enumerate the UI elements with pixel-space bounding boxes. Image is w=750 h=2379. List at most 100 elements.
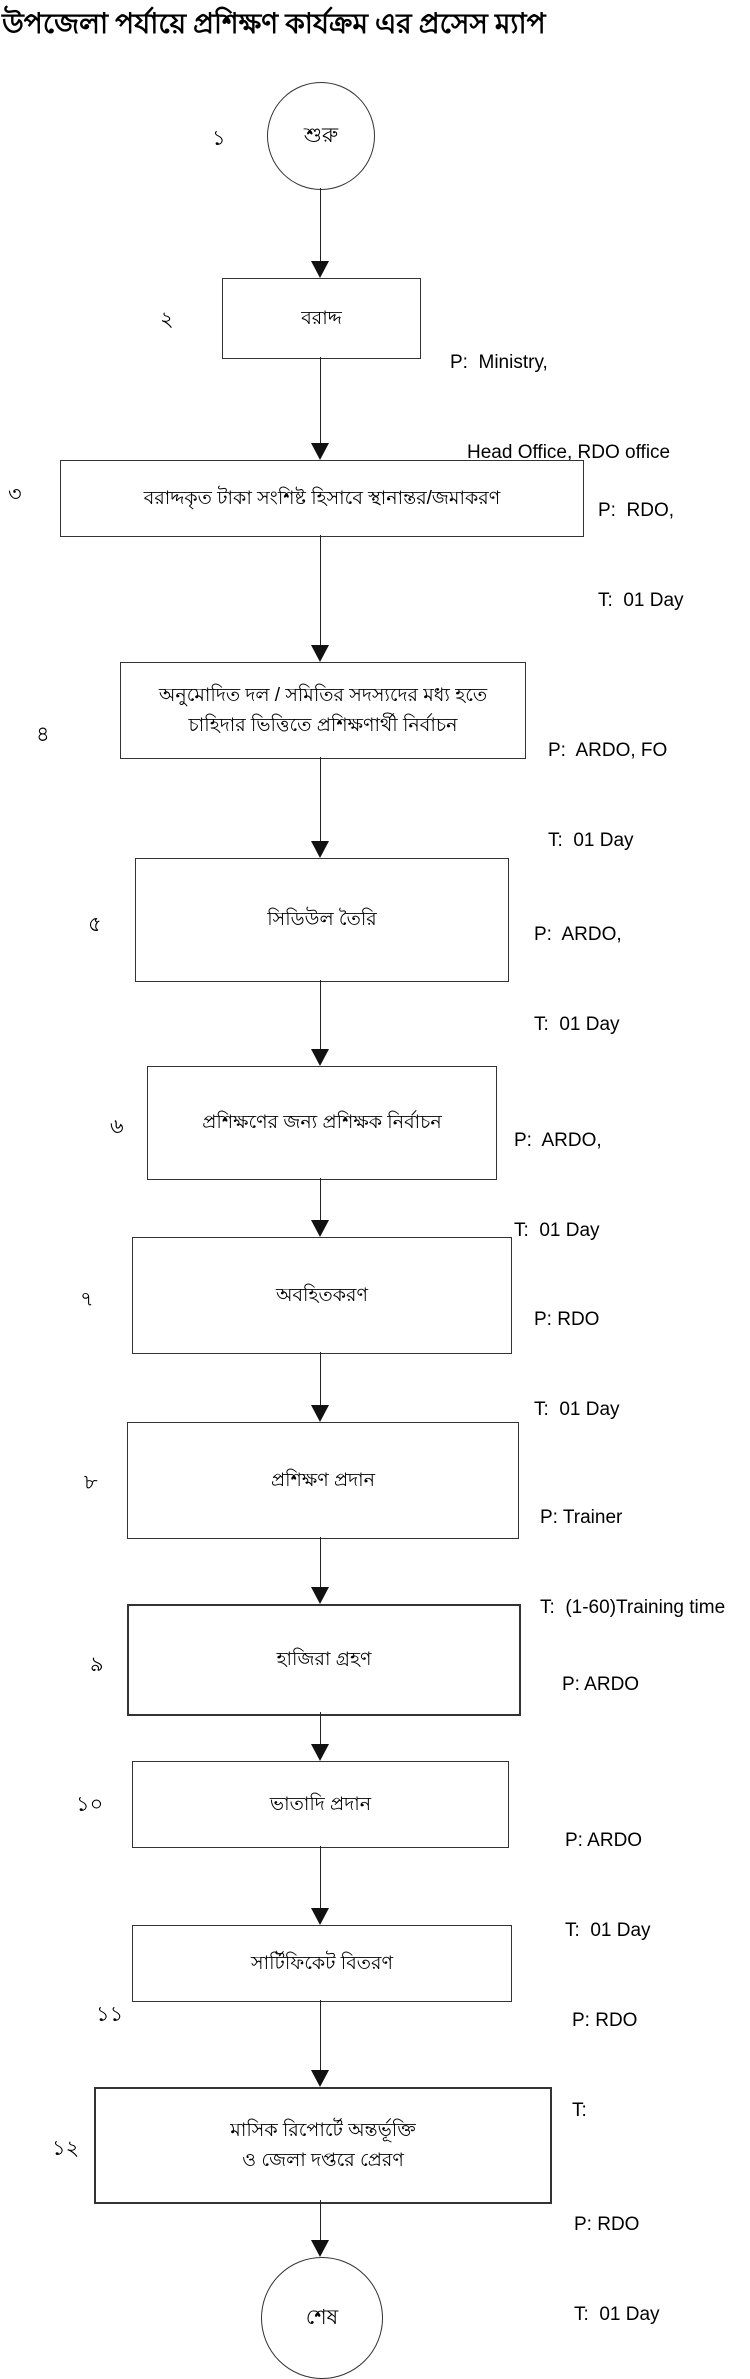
step-number-5: ৫ xyxy=(88,913,102,936)
flow-arrow-9 xyxy=(311,1712,329,1761)
annotation-line: P: RDO, xyxy=(598,500,675,521)
flow-arrow-4 xyxy=(311,757,329,858)
arrowhead-icon xyxy=(311,1049,329,1066)
step-number-1: ১ xyxy=(212,127,226,150)
flow-arrow-2 xyxy=(311,357,329,460)
flow-arrow-8 xyxy=(311,1537,329,1604)
annotation-line: T: 01 Day xyxy=(574,2304,660,2325)
process-box-notification: অবহিতকরণ xyxy=(132,1237,512,1354)
annotation-step-4: P: ARDO, FO T: 01 Day xyxy=(548,676,667,916)
step-number-2: ২ xyxy=(160,308,174,331)
step-number-10: ১০ xyxy=(76,1793,104,1816)
process-box-trainer-selection: প্রশিক্ষণের জন্য প্রশিক্ষক নির্বাচন xyxy=(147,1066,497,1180)
process-label: সিডিউল তৈরি xyxy=(267,909,377,931)
arrow-shaft xyxy=(319,980,321,1049)
page-title: উপজেলা পর্যায়ে প্রশিক্ষণ কার্যক্রম এর প… xyxy=(2,9,546,40)
annotation-line: T: (1-60)Training time xyxy=(540,1597,726,1618)
annotation-line: P: ARDO, xyxy=(534,924,622,945)
arrow-shaft xyxy=(319,1846,321,1908)
process-label-line: চাহিদার ভিত্তিতে প্রশিক্ষণার্থী নির্বাচন xyxy=(188,714,458,736)
process-label: বরাদ্দ xyxy=(301,307,342,329)
annotation-line: T: xyxy=(572,2100,587,2121)
step-number-4: ৪ xyxy=(36,723,50,746)
step-number-7: ৭ xyxy=(80,1288,94,1311)
arrow-shaft xyxy=(319,357,321,443)
process-box-allocation: বরাদ্দ xyxy=(222,278,421,359)
process-label: ভাতাদি প্রদান xyxy=(269,1793,372,1815)
arrow-shaft xyxy=(319,1712,321,1744)
arrow-shaft xyxy=(319,757,321,841)
end-label: শেষ xyxy=(305,2305,339,2329)
start-label: শুরু xyxy=(303,123,339,147)
annotation-line: T: 01 Day xyxy=(548,830,634,851)
arrow-shaft xyxy=(319,1537,321,1587)
arrowhead-icon xyxy=(311,1587,329,1604)
process-label-line: ও জেলা দপ্তরে প্রেরণ xyxy=(242,2149,404,2171)
arrowhead-icon xyxy=(311,443,329,460)
flow-arrow-10 xyxy=(311,1846,329,1925)
process-box-schedule: সিডিউল তৈরি xyxy=(135,858,509,982)
process-label: প্রশিক্ষণ প্রদান xyxy=(270,1469,376,1491)
annotation-line: T: 01 Day xyxy=(534,1399,620,1420)
step-number-11: ১১ xyxy=(96,2003,124,2026)
process-box-monthly-report: মাসিক রিপোর্টে অন্তর্ভূক্তি ও জেলা দপ্তর… xyxy=(94,2087,552,2204)
process-label: প্রশিক্ষণের জন্য প্রশিক্ষক নির্বাচন xyxy=(202,1112,442,1134)
annotation-step-12: P: RDO T: 01 Day xyxy=(574,2150,660,2379)
step-number-6: ৬ xyxy=(110,1115,124,1138)
end-node: শেষ xyxy=(261,2257,383,2379)
annotation-step-2: P: Ministry, Head Office, RDO office xyxy=(450,288,670,528)
process-label: সার্টিফিকেট বিতরণ xyxy=(251,1952,393,1974)
process-box-trainee-selection: অনুমোদিত দল / সমিতির সদস্যদের মধ্য হতে চ… xyxy=(120,662,526,759)
process-label: অবহিতকরণ xyxy=(276,1284,368,1306)
flow-arrow-12 xyxy=(311,2200,329,2257)
annotation-line: P: RDO xyxy=(534,1309,600,1330)
flow-arrow-3 xyxy=(311,535,329,662)
process-box-training-delivery: প্রশিক্ষণ প্রদান xyxy=(127,1422,519,1539)
arrow-shaft xyxy=(319,1352,321,1405)
annotation-step-8: P: Trainer T: (1-60)Training time xyxy=(540,1443,725,1683)
annotation-line: P: RDO xyxy=(574,2214,640,2235)
flow-arrow-1 xyxy=(311,188,329,278)
arrowhead-icon xyxy=(311,2070,329,2087)
arrowhead-icon xyxy=(311,645,329,662)
process-label-line: অনুমোদিত দল / সমিতির সদস্যদের মধ্য হতে xyxy=(158,685,488,707)
annotation-line: Head Office, RDO office xyxy=(467,442,671,463)
annotation-line: P: ARDO, FO xyxy=(548,740,668,761)
annotation-line: P: RDO xyxy=(572,2010,638,2031)
arrowhead-icon xyxy=(311,1744,329,1761)
annotation-line: P: ARDO xyxy=(565,1830,643,1851)
annotation-line: T: 01 Day xyxy=(565,1920,651,1941)
arrow-shaft xyxy=(319,2000,321,2070)
annotation-line: P: ARDO xyxy=(562,1674,640,1695)
flow-arrow-5 xyxy=(311,980,329,1066)
step-number-3: ৩ xyxy=(8,483,22,506)
process-label: হাজিরা গ্রহণ xyxy=(276,1649,372,1671)
flow-arrow-7 xyxy=(311,1352,329,1422)
arrow-shaft xyxy=(319,2200,321,2240)
annotation-step-6: P: ARDO, T: 01 Day xyxy=(514,1066,602,1306)
annotation-line: P: Ministry, xyxy=(450,352,548,373)
process-box-attendance: হাজিরা গ্রহণ xyxy=(127,1604,521,1716)
annotation-line: P: Trainer xyxy=(540,1507,623,1528)
arrowhead-icon xyxy=(311,841,329,858)
step-number-12: ১২ xyxy=(52,2137,80,2160)
annotation-step-11: P: RDO T: xyxy=(572,1946,637,2186)
arrow-shaft xyxy=(319,1178,321,1220)
annotation-line: T: 01 Day xyxy=(598,590,684,611)
flow-arrow-11 xyxy=(311,2000,329,2087)
annotation-step-9: P: ARDO xyxy=(562,1610,639,1760)
process-label: বরাদ্দকৃত টাকা সংশিষ্ট হিসাবে স্থানান্তর… xyxy=(143,487,501,509)
start-node: শুরু xyxy=(267,82,375,190)
arrowhead-icon xyxy=(311,1405,329,1422)
process-box-fund-transfer: বরাদ্দকৃত টাকা সংশিষ্ট হিসাবে স্থানান্তর… xyxy=(60,460,584,537)
arrowhead-icon xyxy=(311,2240,329,2257)
annotation-step-7: P: RDO T: 01 Day xyxy=(534,1245,620,1485)
arrowhead-icon xyxy=(311,261,329,278)
arrow-shaft xyxy=(319,188,321,261)
arrow-shaft xyxy=(319,535,321,645)
annotation-step-10: P: ARDO T: 01 Day xyxy=(565,1766,651,2006)
annotation-step-5: P: ARDO, T: 01 Day xyxy=(534,860,622,1100)
annotation-line: T: 01 Day xyxy=(514,1220,600,1241)
arrowhead-icon xyxy=(311,1908,329,1925)
